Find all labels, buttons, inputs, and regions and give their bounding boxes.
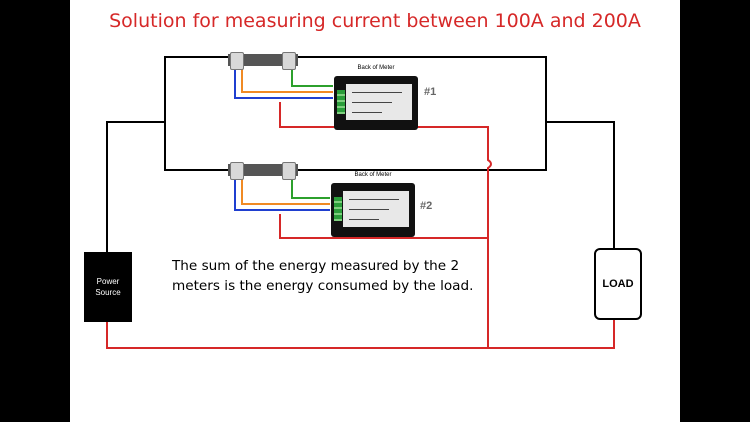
meter-1: Back of Meter [334, 65, 418, 130]
meter-2-tag: #2 [420, 200, 433, 212]
supply-line [106, 121, 165, 252]
meter1-supply [279, 102, 492, 348]
diagram-title: Solution for measuring current between 1… [109, 10, 641, 32]
explanation-text: The sum of the energy measured by the 2 … [172, 258, 474, 294]
load-line [546, 121, 615, 248]
blue-wire-1 [234, 62, 333, 99]
meter-2-back-label: Back of Meter [354, 172, 392, 178]
wiring-diagram [106, 56, 615, 349]
return-line [106, 316, 615, 349]
load: LOAD [594, 248, 642, 320]
bus-top [164, 56, 547, 171]
meter-2-schematic [343, 191, 409, 227]
power-source: Power Source [84, 252, 132, 322]
meter-2-terminals [334, 197, 342, 221]
orange-wire-1 [241, 62, 333, 93]
meter-2: Back of Meter [331, 172, 415, 237]
meter-1-back-label: Back of Meter [357, 65, 395, 71]
meter2-supply [279, 214, 488, 239]
meter-1-terminals [337, 90, 345, 114]
blue-wire-2 [234, 172, 330, 211]
meter-1-tag: #1 [424, 86, 437, 98]
meter-1-schematic [346, 84, 412, 120]
orange-wire-2 [241, 172, 330, 205]
shunt-1 [228, 52, 298, 70]
shunt-2 [228, 162, 298, 180]
green-wire-1 [291, 62, 333, 87]
slide: Solution for measuring current between 1… [70, 0, 680, 422]
green-wire-2 [291, 172, 330, 199]
